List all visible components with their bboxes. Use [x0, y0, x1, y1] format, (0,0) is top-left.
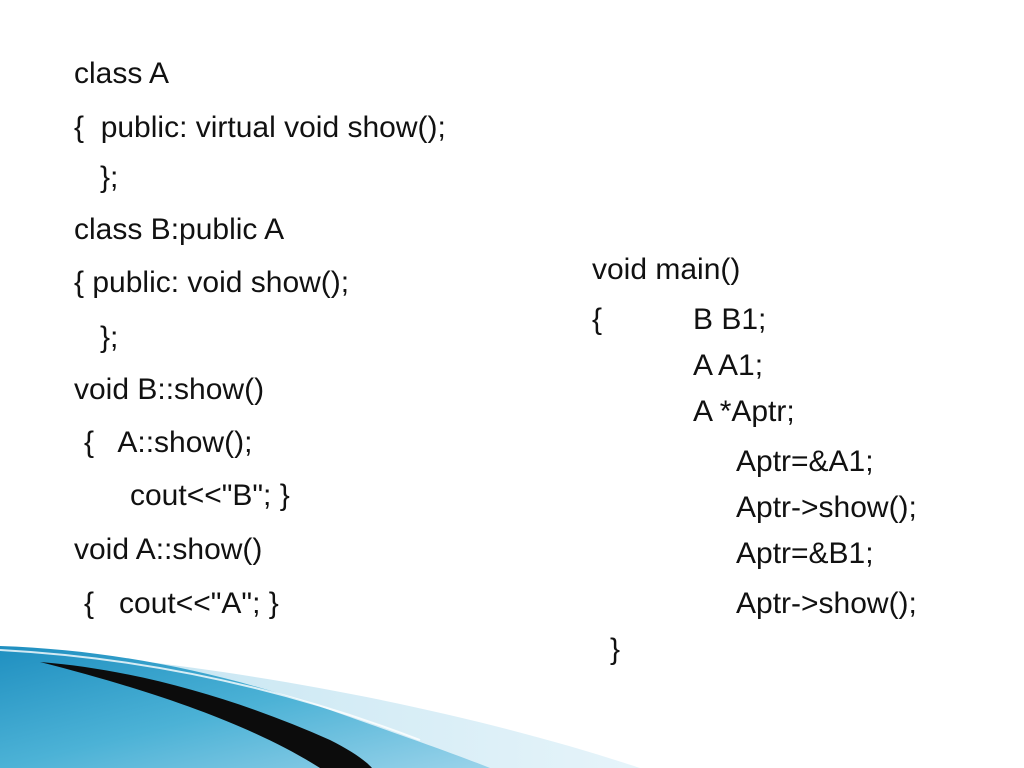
code-line: { cout<<"A"; }	[84, 587, 279, 620]
code-line: cout<<"B"; }	[130, 479, 290, 512]
code-line: Aptr->show();	[736, 587, 917, 620]
swoosh-black	[40, 662, 372, 768]
code-line: A A1;	[693, 349, 764, 382]
code-line: { A::show();	[84, 426, 253, 459]
code-line: };	[100, 321, 119, 354]
code-line: void A::show()	[74, 533, 263, 566]
code-line: Aptr->show();	[736, 491, 917, 524]
code-line: void B::show()	[74, 373, 265, 406]
code-line: { public: virtual void show();	[74, 111, 446, 144]
code-line: B B1;	[693, 303, 767, 336]
swoosh-highlight	[0, 649, 421, 741]
code-line: void main()	[592, 253, 741, 286]
code-line: }	[610, 633, 621, 666]
code-line: class A	[74, 57, 170, 90]
code-line: Aptr=&A1;	[736, 445, 874, 478]
code-line: Aptr=&B1;	[736, 537, 874, 570]
code-line: {	[592, 303, 603, 336]
code-line: class B:public A	[74, 213, 285, 246]
code-line: };	[100, 161, 119, 194]
code-line: A *Aptr;	[693, 395, 795, 428]
code-line: { public: void show();	[74, 266, 350, 299]
